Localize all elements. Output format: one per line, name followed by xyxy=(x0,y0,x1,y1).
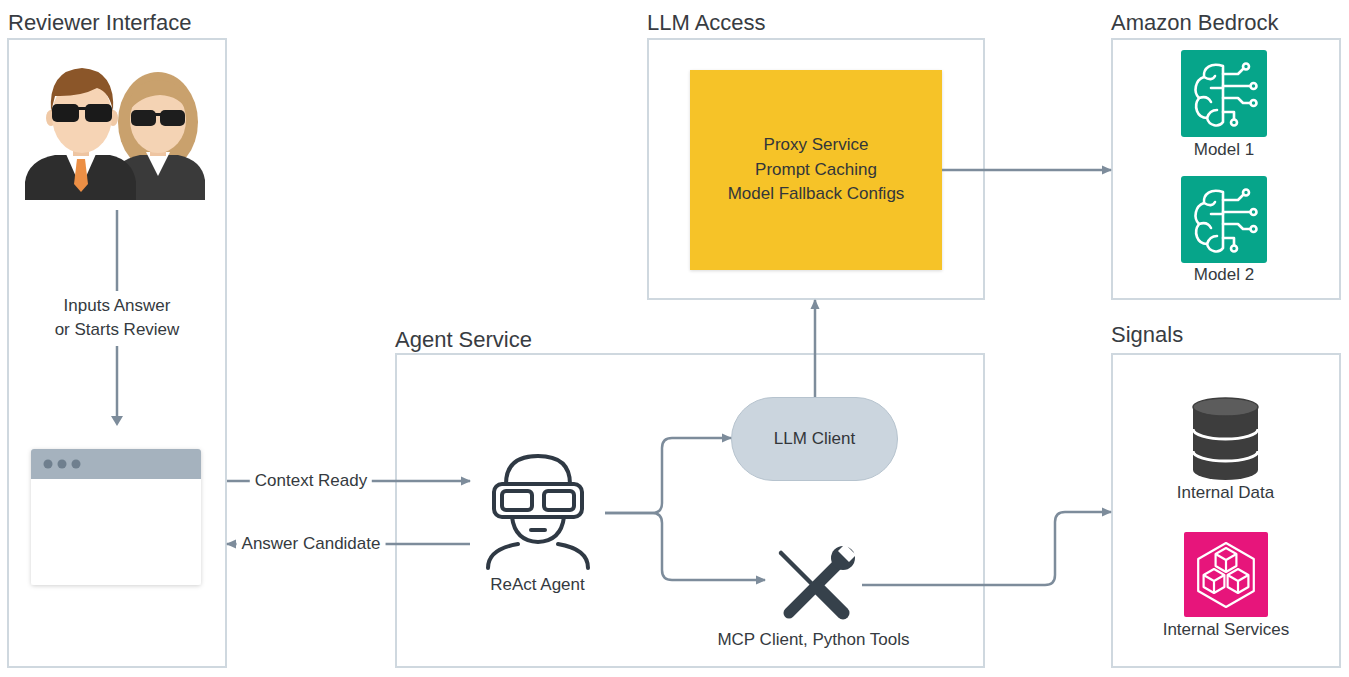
wrench-notch xyxy=(838,544,856,562)
connector-arrow xyxy=(227,543,470,546)
group-box: Reviewer Interface xyxy=(7,38,227,668)
arrow-head xyxy=(111,416,123,426)
group-heading: LLM Access xyxy=(647,11,766,35)
connector-label: Answer Candidate xyxy=(237,533,386,555)
browser-window xyxy=(31,449,201,585)
group-heading: Amazon Bedrock xyxy=(1111,11,1279,35)
icon-node: Internal Services xyxy=(1184,532,1268,617)
sunglasses xyxy=(131,110,156,126)
cube xyxy=(1216,548,1237,572)
flow-note: Inputs Answer or Starts Review xyxy=(54,294,180,342)
agent-shoulders xyxy=(488,544,588,568)
agent-lens xyxy=(502,491,532,510)
reviewer-man xyxy=(25,68,136,200)
tools-icon xyxy=(781,544,856,613)
connector-arrow xyxy=(862,512,1111,585)
icon-caption: Model 1 xyxy=(1194,140,1254,160)
connector-arrow xyxy=(605,513,765,580)
proxy-box: Proxy ServicePrompt CachingModel Fallbac… xyxy=(690,70,942,270)
group-box: Amazon BedrockModel 1Model 2 xyxy=(1111,38,1341,300)
sunglasses xyxy=(85,104,112,122)
agent-head xyxy=(506,456,570,484)
cube-outline xyxy=(1198,543,1254,607)
icon-caption: Model 2 xyxy=(1194,265,1254,285)
browser-body xyxy=(31,449,201,585)
group-heading: Signals xyxy=(1111,323,1183,347)
db-rings xyxy=(1193,429,1258,461)
browser-dot xyxy=(72,460,81,469)
input-arrow xyxy=(116,210,119,418)
agent-icon xyxy=(488,456,588,568)
node-text: LLM Client xyxy=(774,429,855,449)
cube xyxy=(1204,569,1225,593)
connector-arrow xyxy=(227,480,470,483)
node-text: Proxy Service xyxy=(764,133,869,158)
connector-label: Context Ready xyxy=(250,470,372,492)
node-text: Model Fallback Configs xyxy=(728,182,905,207)
group-box: Agent ServiceReAct AgentLLM ClientMCP Cl… xyxy=(395,353,985,668)
browser-dot xyxy=(58,460,67,469)
agent-goggles xyxy=(494,484,582,517)
browser-dot xyxy=(44,460,53,469)
cube-edges xyxy=(1204,575,1225,593)
sunglasses-bridge xyxy=(154,113,162,116)
cube-glyph xyxy=(1198,543,1254,607)
agent-mouth xyxy=(531,528,545,532)
cube xyxy=(1228,569,1249,593)
screwdriver-handle xyxy=(817,587,843,613)
icon-node: MCP Client, Python Tools xyxy=(765,545,862,625)
connector-arrow xyxy=(814,300,817,397)
group-heading: Reviewer Interface xyxy=(8,11,191,35)
icon-node: Model 2 xyxy=(1181,176,1267,263)
db-top xyxy=(1193,398,1258,416)
services-icon xyxy=(1184,532,1268,617)
arrow-line xyxy=(116,346,119,418)
bangs xyxy=(128,80,188,112)
group-box: SignalsInternal DataInternal Services xyxy=(1111,353,1341,668)
db-body xyxy=(1193,407,1258,480)
client-pill: LLM Client xyxy=(731,397,898,481)
cube-edges xyxy=(1228,575,1249,593)
arrow-line xyxy=(116,210,119,291)
agent-lens xyxy=(544,491,574,510)
database-icon xyxy=(1193,398,1258,480)
cube-edges xyxy=(1216,554,1237,572)
model-icon xyxy=(1181,50,1267,137)
icon-caption: MCP Client, Python Tools xyxy=(717,630,909,650)
sunglasses-bridge xyxy=(77,107,87,110)
node-text: Prompt Caching xyxy=(755,158,877,183)
icon-node: Internal Data xyxy=(1193,398,1258,480)
group-box: LLM AccessProxy ServicePrompt CachingMod… xyxy=(647,38,985,300)
agent-chin xyxy=(512,517,564,542)
suit xyxy=(25,155,136,200)
services-tile xyxy=(1184,532,1268,617)
icon-caption: Internal Services xyxy=(1163,620,1290,640)
icon-caption: Internal Data xyxy=(1177,483,1274,503)
browser-bar xyxy=(31,449,201,479)
connector-arrow xyxy=(605,438,731,513)
icon-node: Model 1 xyxy=(1181,50,1267,137)
connector-arrow xyxy=(942,169,1111,172)
sunglasses xyxy=(52,104,79,122)
group-heading: Agent Service xyxy=(395,328,532,352)
tie xyxy=(74,159,88,192)
sunglasses xyxy=(160,110,185,126)
model-icon xyxy=(1181,176,1267,263)
icon-caption: ReAct Agent xyxy=(490,575,585,595)
icon-node: ReAct Agent xyxy=(470,450,605,600)
